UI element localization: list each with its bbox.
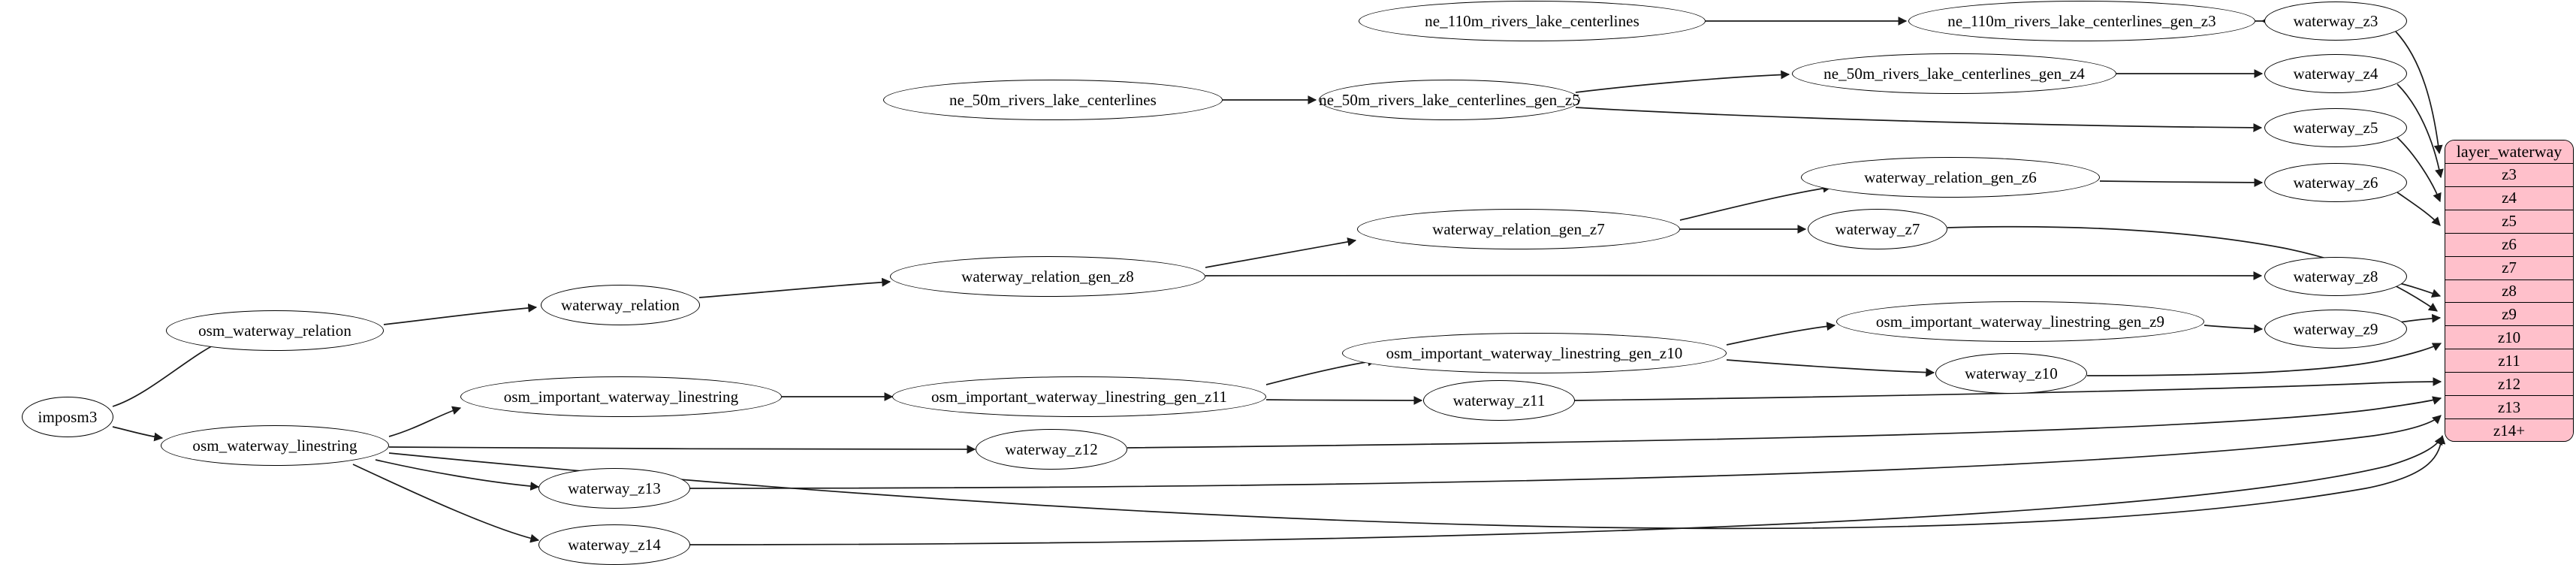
- node-ne_50m_rivers_lake_centerlines[interactable]: ne_50m_rivers_lake_centerlines: [883, 80, 1223, 120]
- edge-osm_waterway_linestring--to--waterway_z12: [388, 445, 976, 454]
- node-label: osm_important_waterway_linestring: [503, 387, 739, 406]
- node-label: ne_50m_rivers_lake_centerlines_gen_z5: [1319, 90, 1580, 109]
- edge-imposm3--to--osm_waterway_linestring: [112, 426, 164, 442]
- node-osm_waterway_linestring[interactable]: osm_waterway_linestring: [161, 425, 389, 466]
- node-imposm3[interactable]: imposm3: [22, 397, 113, 437]
- node-waterway_z11[interactable]: waterway_z11: [1423, 380, 1575, 421]
- edge-ne_50m_rivers_lake_centerlines_gen_z5--to--ne_50m_rivers_lake_centerlines_gen_z4: [1575, 70, 1790, 93]
- node-label: waterway_z4: [2293, 64, 2378, 83]
- node-waterway_z5[interactable]: waterway_z5: [2264, 108, 2407, 147]
- node-label: osm_important_waterway_linestring_gen_z1…: [1386, 343, 1683, 362]
- node-osm_important_waterway_linestring_gen_z9[interactable]: osm_important_waterway_linestring_gen_z9: [1836, 301, 2204, 342]
- node-waterway_z9[interactable]: waterway_z9: [2264, 310, 2407, 349]
- node-ne_110m_rivers_lake_centerlines_gen_z3[interactable]: ne_110m_rivers_lake_centerlines_gen_z3: [1908, 1, 2255, 41]
- node-waterway_relation[interactable]: waterway_relation: [541, 285, 700, 325]
- node-label: waterway_z7: [1835, 219, 1920, 238]
- node-label: waterway_relation_gen_z6: [1864, 168, 2037, 186]
- edge-osm_waterway_linestring--to--waterway_z14: [352, 464, 540, 543]
- node-label: waterway_relation: [561, 295, 680, 314]
- legend-row-z14+[interactable]: z14+: [2445, 419, 2573, 441]
- node-waterway_z8[interactable]: waterway_z8: [2264, 257, 2407, 296]
- edge-osm_important_waterway_linestring_gen_z9--to--waterway_z9: [2203, 324, 2264, 334]
- node-ne_50m_rivers_lake_centerlines_gen_z5[interactable]: ne_50m_rivers_lake_centerlines_gen_z5: [1319, 80, 1580, 120]
- node-ne_110m_rivers_lake_centerlines[interactable]: ne_110m_rivers_lake_centerlines: [1359, 1, 1706, 41]
- edge-waterway_z3--to--legend_z3: [2395, 31, 2443, 155]
- node-waterway_z10[interactable]: waterway_z10: [1935, 353, 2087, 394]
- node-label: waterway_relation_gen_z7: [1432, 219, 1605, 238]
- node-label: ne_110m_rivers_lake_centerlines_gen_z3: [1947, 11, 2216, 30]
- node-osm_waterway_relation[interactable]: osm_waterway_relation: [166, 310, 384, 351]
- node-label: waterway_z13: [568, 479, 661, 497]
- edge-osm_waterway_linestring--to--waterway_z13: [375, 459, 540, 491]
- node-osm_important_waterway_linestring_gen_z11[interactable]: osm_important_waterway_linestring_gen_z1…: [892, 376, 1266, 417]
- edge-waterway_z8--to--legend_z8: [2399, 282, 2442, 298]
- node-osm_important_waterway_linestring[interactable]: osm_important_waterway_linestring: [460, 376, 782, 417]
- node-label: ne_50m_rivers_lake_centerlines: [949, 90, 1157, 109]
- node-label: imposm3: [38, 407, 98, 426]
- node-waterway_relation_gen_z7[interactable]: waterway_relation_gen_z7: [1357, 209, 1680, 249]
- node-label: waterway_z14: [568, 535, 661, 554]
- node-label: osm_waterway_linestring: [192, 436, 357, 455]
- legend-row-z9[interactable]: z9: [2445, 303, 2573, 327]
- edge-ne_50m_rivers_lake_centerlines_gen_z5--to--waterway_z5: [1575, 107, 2263, 132]
- legend-row-z13[interactable]: z13: [2445, 396, 2573, 420]
- node-waterway_z7[interactable]: waterway_z7: [1808, 209, 1947, 249]
- node-label: osm_waterway_relation: [198, 321, 351, 340]
- edge-waterway_z9--to--legend_z9: [2399, 313, 2442, 323]
- legend-row-z4[interactable]: z4: [2445, 186, 2573, 210]
- legend-header: layer_waterway: [2445, 140, 2573, 164]
- node-label: ne_110m_rivers_lake_centerlines: [1425, 11, 1639, 30]
- edge-osm_important_waterway_linestring_gen_z11--to--osm_important_waterway_linestring_gen_z10: [1265, 357, 1377, 385]
- node-waterway_relation_gen_z8[interactable]: waterway_relation_gen_z8: [890, 256, 1205, 297]
- node-label: waterway_z6: [2293, 173, 2378, 192]
- node-waterway_z14[interactable]: waterway_z14: [538, 524, 690, 565]
- legend-row-z7[interactable]: z7: [2445, 256, 2573, 280]
- edge-waterway_z13--to--legend_z13: [689, 415, 2442, 489]
- legend-row-z6[interactable]: z6: [2445, 233, 2573, 257]
- legend-row-z12[interactable]: z12: [2445, 373, 2573, 397]
- node-label: waterway_z5: [2293, 118, 2378, 137]
- node-label: waterway_z9: [2293, 319, 2378, 338]
- node-label: ne_50m_rivers_lake_centerlines_gen_z4: [1823, 64, 2085, 83]
- node-label: waterway_relation_gen_z8: [961, 267, 1134, 286]
- legend-row-z11[interactable]: z11: [2445, 349, 2573, 373]
- edge-waterway_relation_gen_z6--to--waterway_z6: [2099, 178, 2264, 187]
- legend-row-z8[interactable]: z8: [2445, 279, 2573, 304]
- node-label: waterway_z11: [1452, 391, 1546, 409]
- node-ne_50m_rivers_lake_centerlines_gen_z4[interactable]: ne_50m_rivers_lake_centerlines_gen_z4: [1792, 53, 2116, 94]
- node-label: waterway_z3: [2293, 11, 2378, 30]
- edge-waterway_z5--to--legend_z5: [2397, 137, 2442, 203]
- legend-row-z3[interactable]: z3: [2445, 163, 2573, 187]
- node-waterway_z12[interactable]: waterway_z12: [976, 429, 1127, 470]
- node-label: osm_important_waterway_linestring_gen_z1…: [931, 387, 1228, 406]
- edge-waterway_relation_gen_z8--to--waterway_relation_gen_z7: [1205, 237, 1357, 268]
- edge-osm_important_waterway_linestring_gen_z10--to--waterway_z10: [1726, 359, 1935, 377]
- edge-waterway_z14--to--legend_z14: [689, 435, 2443, 545]
- edge-osm_waterway_relation--to--waterway_relation: [383, 303, 538, 325]
- node-label: waterway_z8: [2293, 267, 2378, 286]
- edge-waterway_z12--to--legend_z12: [1127, 396, 2442, 449]
- node-waterway_z6[interactable]: waterway_z6: [2264, 163, 2407, 202]
- edge-osm_waterway_linestring--to--legend_z14: [388, 434, 2446, 530]
- node-label: waterway_z10: [1965, 364, 2058, 382]
- legend-row-z5[interactable]: z5: [2445, 210, 2573, 234]
- edge-waterway_z6--to--legend_z6: [2397, 192, 2441, 226]
- node-osm_important_waterway_linestring_gen_z10[interactable]: osm_important_waterway_linestring_gen_z1…: [1342, 333, 1727, 373]
- node-waterway_relation_gen_z6[interactable]: waterway_relation_gen_z6: [1801, 157, 2100, 198]
- node-label: waterway_z12: [1005, 440, 1098, 458]
- edge-osm_waterway_linestring--to--osm_important_waterway_linestring: [388, 406, 462, 437]
- edge-imposm3--to--osm_waterway_relation: [112, 338, 227, 407]
- edge-waterway_relation--to--waterway_relation_gen_z8: [698, 277, 891, 298]
- legend-row-z10[interactable]: z10: [2445, 326, 2573, 350]
- node-waterway_z3[interactable]: waterway_z3: [2264, 2, 2407, 41]
- edge-osm_important_waterway_linestring_gen_z10--to--osm_important_waterway_linestring_gen_z9: [1726, 322, 1836, 346]
- node-waterway_z4[interactable]: waterway_z4: [2264, 54, 2407, 93]
- edge-waterway_relation_gen_z7--to--waterway_relation_gen_z6: [1679, 183, 1832, 221]
- edge-waterway_z10--to--legend_z10: [2086, 343, 2442, 376]
- node-label: osm_important_waterway_linestring_gen_z9: [1875, 312, 2165, 331]
- node-waterway_z13[interactable]: waterway_z13: [538, 468, 690, 509]
